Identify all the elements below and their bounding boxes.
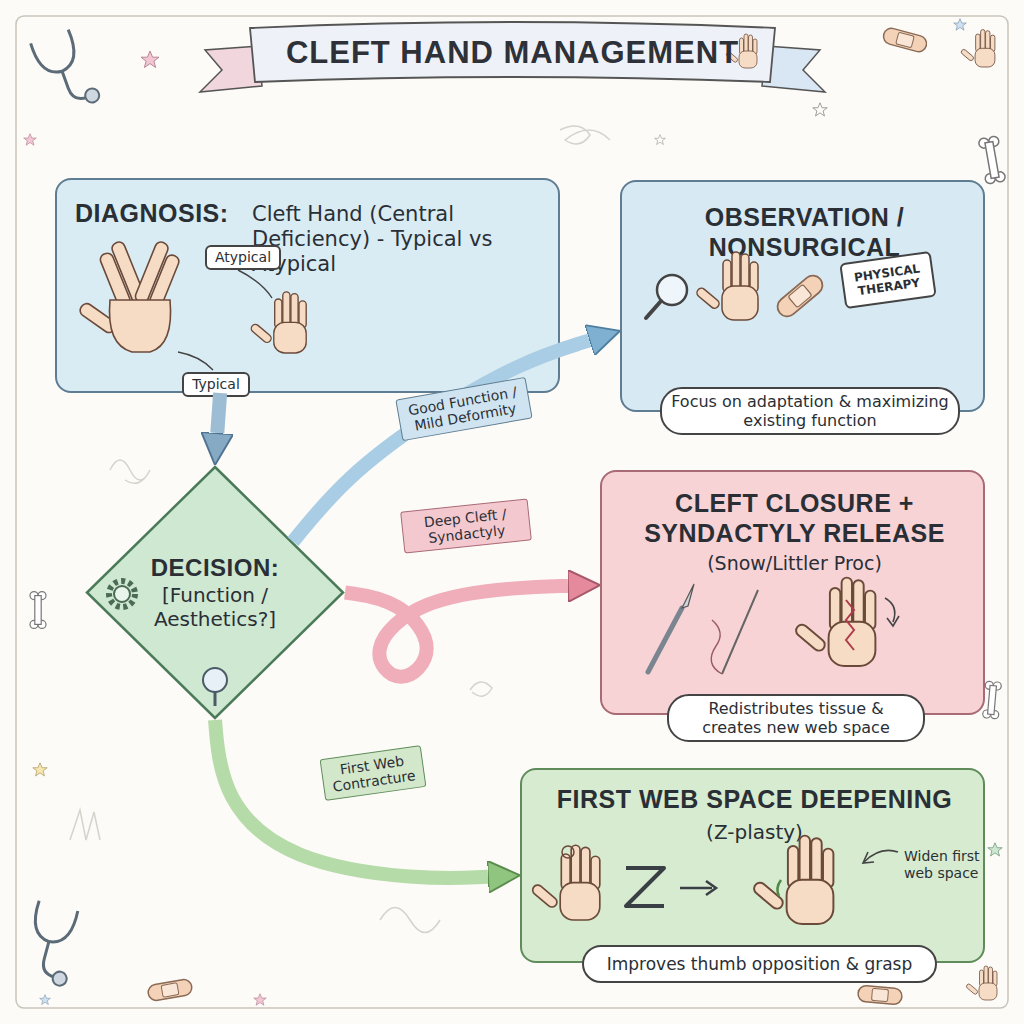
caption-pill: Redistributes tissue & creates new web s…: [667, 694, 925, 742]
ribbon-tail: [200, 46, 262, 92]
node-heading: DECISION:: [151, 554, 280, 583]
scribble: [70, 810, 100, 840]
tag-label: Atypical: [205, 245, 281, 270]
note-text: Widen first web space: [904, 848, 982, 882]
edge-label: Deep Cleft / Syndactyly: [400, 498, 532, 553]
node-text: (Z-plasty): [537, 820, 972, 844]
star-icon: [40, 995, 51, 1005]
node-text: (Snow/Littler Proc): [617, 552, 972, 575]
title-text: CLEFT HAND MANAGEMENT: [255, 30, 770, 76]
bandage-icon: [147, 978, 193, 1001]
node-text: [Function / Aesthetics?]: [135, 583, 295, 631]
pill-text: Focus on adaptation & maximizing existin…: [670, 392, 950, 430]
ribbon-tail: [762, 46, 825, 92]
tag-label: Typical: [182, 372, 250, 397]
tag-text: Atypical: [215, 249, 271, 266]
hand-icon: [960, 30, 995, 67]
bone-icon: [982, 681, 1001, 719]
flow-arrow: [217, 393, 220, 433]
outcome-box: OBSERVATION / NONSURGICALPHYSICAL THERAP…: [620, 180, 985, 412]
hand-icon: [966, 966, 997, 1000]
star-icon: [988, 843, 1002, 856]
pill-text: Redistributes tissue & creates new web s…: [677, 699, 915, 737]
scribble: [380, 908, 440, 933]
outcome-box: FIRST WEB SPACE DEEPENING (Z-plasty) Widen…: [520, 768, 985, 963]
pill-text: Improves thumb opposition & grasp: [607, 954, 913, 974]
bandage-icon: [882, 27, 929, 54]
scribble: [560, 126, 610, 144]
bone-icon: [978, 136, 1006, 185]
title-ribbon: [200, 22, 825, 92]
scribble: [110, 460, 150, 483]
node-heading: FIRST WEB SPACE DEEPENING: [537, 784, 972, 814]
star-icon: [254, 994, 267, 1006]
caption-pill: Improves thumb opposition & grasp: [582, 945, 937, 983]
scribble: [470, 682, 492, 696]
star-icon: [24, 134, 37, 146]
star-icon: [33, 763, 47, 776]
tag-text: Typical: [192, 376, 240, 393]
node-heading: CLEFT CLOSURE + SYNDACTYLY RELEASE: [617, 488, 972, 548]
star-icon: [813, 103, 827, 116]
page-frame: [16, 16, 1008, 1008]
tag-text: PHYSICAL THERAPY: [850, 261, 925, 300]
decision-diamond: DECISION:[Function / Aesthetics?]: [85, 465, 345, 720]
corner-doodles: [19, 19, 1006, 1006]
node-text: Cleft Hand (Central Deficiency) - Typica…: [252, 202, 552, 278]
star-icon: [954, 19, 967, 31]
node-heading: DIAGNOSIS:: [75, 198, 250, 228]
stethoscope-icon: [30, 27, 101, 115]
flow-arrow: [215, 720, 488, 878]
flow-arrow: [345, 586, 568, 677]
diamond-shape: [87, 467, 343, 718]
bandage-icon: [857, 985, 902, 1005]
bone-icon: [30, 592, 46, 629]
stethoscope-icon: [19, 901, 84, 988]
ribbon-band: [250, 22, 775, 82]
outcome-box: CLEFT CLOSURE + SYNDACTYLY RELEASE (Snow/…: [600, 470, 985, 715]
star-icon: [655, 135, 666, 145]
edge-label: First Web Contracture: [320, 745, 427, 801]
caption-pill: Focus on adaptation & maximizing existin…: [660, 387, 960, 435]
diagnosis-box: DIAGNOSIS:Cleft Hand (Central Deficiency…: [55, 178, 560, 393]
star-icon: [141, 51, 159, 68]
